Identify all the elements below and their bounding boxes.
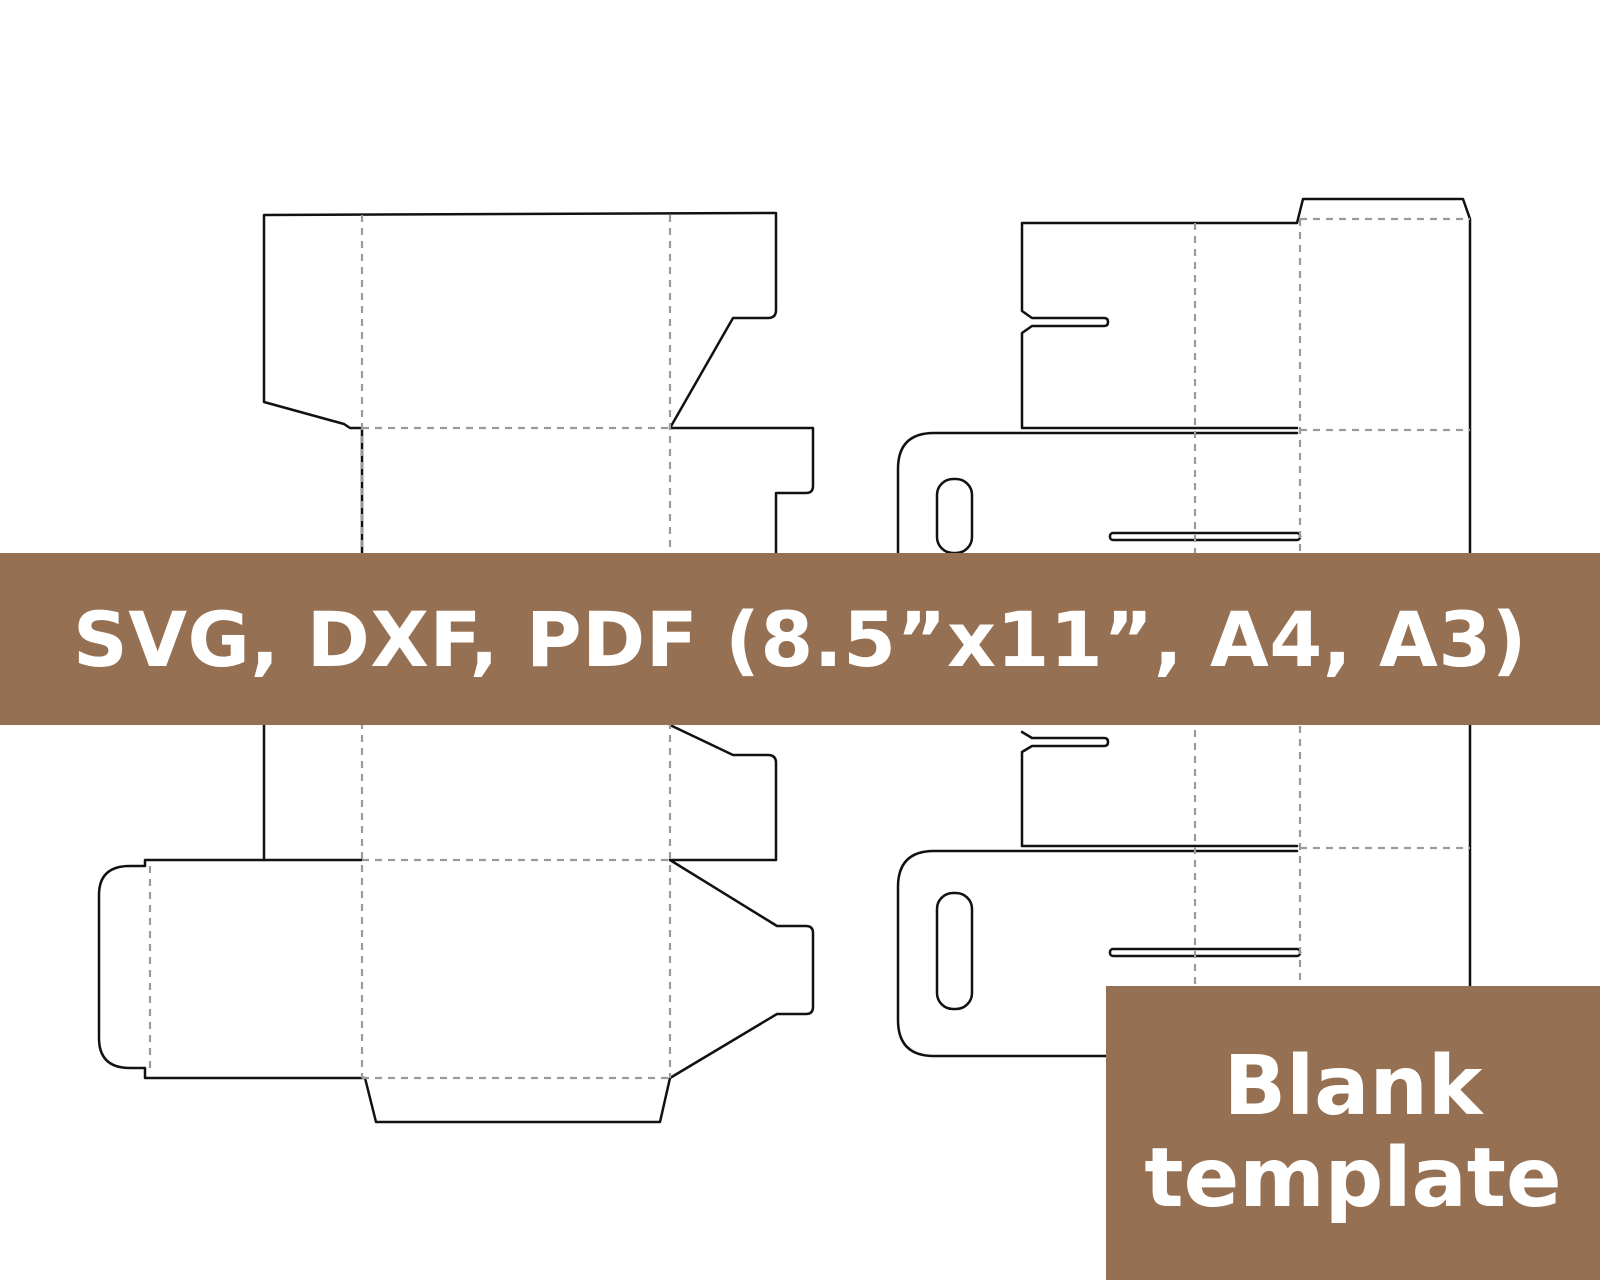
right-top-panel-outline — [1020, 197, 1472, 988]
badge-line-template: template — [1144, 1131, 1562, 1226]
left-lower-panel-outline — [97, 858, 815, 1124]
right-handle-flap-2 — [896, 849, 1299, 1058]
right-middle-panel-outline — [1020, 730, 1299, 848]
blank-template-badge: Blank template — [1106, 986, 1600, 1280]
right-handle-slot-1 — [935, 477, 974, 555]
badge-line-blank: Blank — [1223, 1039, 1483, 1134]
right-tab-slot-1 — [1108, 531, 1302, 542]
left-top-panel-outline — [262, 211, 815, 555]
right-handle-flap-1 — [896, 431, 1299, 555]
right-handle-slot-2 — [935, 891, 974, 1011]
left-middle-panel-outline — [262, 723, 778, 862]
formats-banner: SVG, DXF, PDF (8.5”x11”, A4, A3) — [0, 553, 1600, 725]
formats-banner-text: SVG, DXF, PDF (8.5”x11”, A4, A3) — [73, 594, 1527, 684]
right-tab-slot-2 — [1108, 947, 1302, 958]
